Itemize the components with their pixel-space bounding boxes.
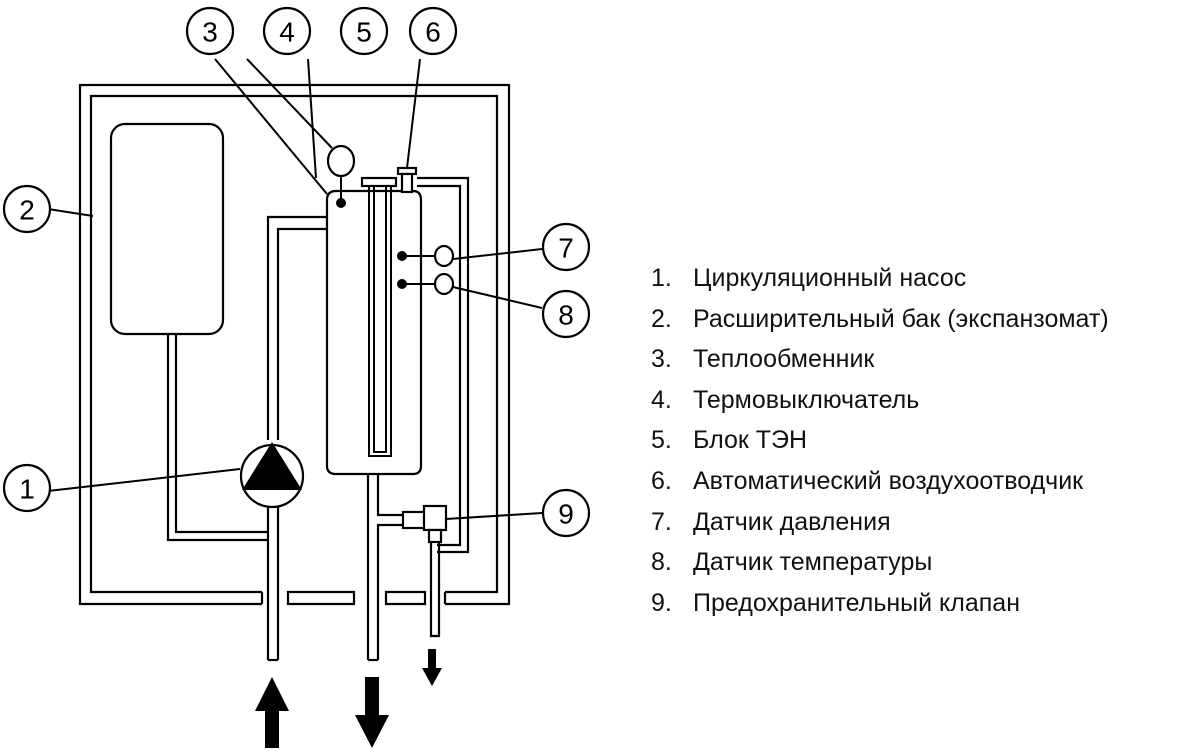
svg-text:8: 8 <box>558 300 574 331</box>
callout-3: 3 <box>185 6 235 56</box>
drain-arrow-down <box>422 649 442 686</box>
inlet-arrow-up <box>255 677 289 748</box>
legend-text: Расширительный бак (экспанзомат) <box>693 304 1109 333</box>
legend-text: Теплообменник <box>693 345 875 374</box>
legend-item: 9. Предохранительный клапан <box>651 583 1109 624</box>
legend-item: 6. Автоматический воздухоотводчик <box>651 461 1109 502</box>
return-pipe <box>266 215 327 662</box>
callout-2: 2 <box>2 184 52 234</box>
legend-number: 3. <box>651 345 672 374</box>
safety-valve <box>401 504 448 638</box>
outlet-arrow-down <box>355 677 389 748</box>
legend-list: 1. Циркуляционный насос 2. Расширительный … <box>651 258 1109 623</box>
svg-text:5: 5 <box>356 17 372 48</box>
temperature-sensor <box>397 272 455 296</box>
callout-8: 8 <box>541 289 591 339</box>
circulation-pump <box>239 442 305 509</box>
air-vent <box>396 166 418 194</box>
svg-text:3: 3 <box>202 17 218 48</box>
callout-5: 5 <box>339 6 389 56</box>
legend-number: 6. <box>651 466 672 495</box>
legend-text: Термовыключатель <box>693 385 920 414</box>
legend-item: 1. Циркуляционный насос <box>651 258 1109 299</box>
callout-7: 7 <box>541 222 591 272</box>
expansion-tank <box>109 122 225 336</box>
legend-item: 5. Блок ТЭН <box>651 420 1109 461</box>
thermal-switch <box>326 144 356 208</box>
bypass-pipe <box>417 176 470 554</box>
callout-9: 9 <box>541 488 591 538</box>
legend-text: Блок ТЭН <box>693 426 808 455</box>
legend-number: 4. <box>651 385 672 414</box>
supply-pipe <box>366 474 403 662</box>
legend-text: Датчик давления <box>693 507 891 536</box>
leader-lines <box>47 58 543 520</box>
callout-1: 1 <box>2 463 52 513</box>
legend-text: Автоматический воздухоотводчик <box>693 466 1084 495</box>
legend-item: 4. Термовыключатель <box>651 380 1109 421</box>
callout-4: 4 <box>262 6 312 56</box>
boiler-housing <box>78 83 511 606</box>
legend-item: 3. Теплообменник <box>651 339 1109 380</box>
legend-number: 9. <box>651 588 672 617</box>
callout-6: 6 <box>408 6 458 56</box>
legend-number: 8. <box>651 548 672 577</box>
legend-text: Циркуляционный насос <box>693 264 967 292</box>
legend-text: Датчик температуры <box>693 548 933 577</box>
legend-number: 5. <box>651 426 672 455</box>
legend-number: 7. <box>651 507 672 536</box>
svg-text:1: 1 <box>19 474 35 505</box>
legend-text: Предохранительный клапан <box>693 588 1021 617</box>
svg-text:2: 2 <box>19 195 35 226</box>
svg-text:4: 4 <box>279 17 295 48</box>
heating-element <box>360 176 398 457</box>
legend-item: 7. Датчик давления <box>651 502 1109 543</box>
expansion-pipe <box>166 334 268 542</box>
svg-text:6: 6 <box>425 17 441 48</box>
legend-item: 2. Расширительный бак (экспанзомат) <box>651 299 1109 340</box>
pressure-sensor <box>397 244 455 268</box>
legend-item: 8. Датчик температуры <box>651 542 1109 583</box>
svg-text:9: 9 <box>558 499 574 530</box>
legend-number: 1. <box>651 264 672 292</box>
svg-text:7: 7 <box>558 233 574 264</box>
legend-number: 2. <box>651 304 672 333</box>
